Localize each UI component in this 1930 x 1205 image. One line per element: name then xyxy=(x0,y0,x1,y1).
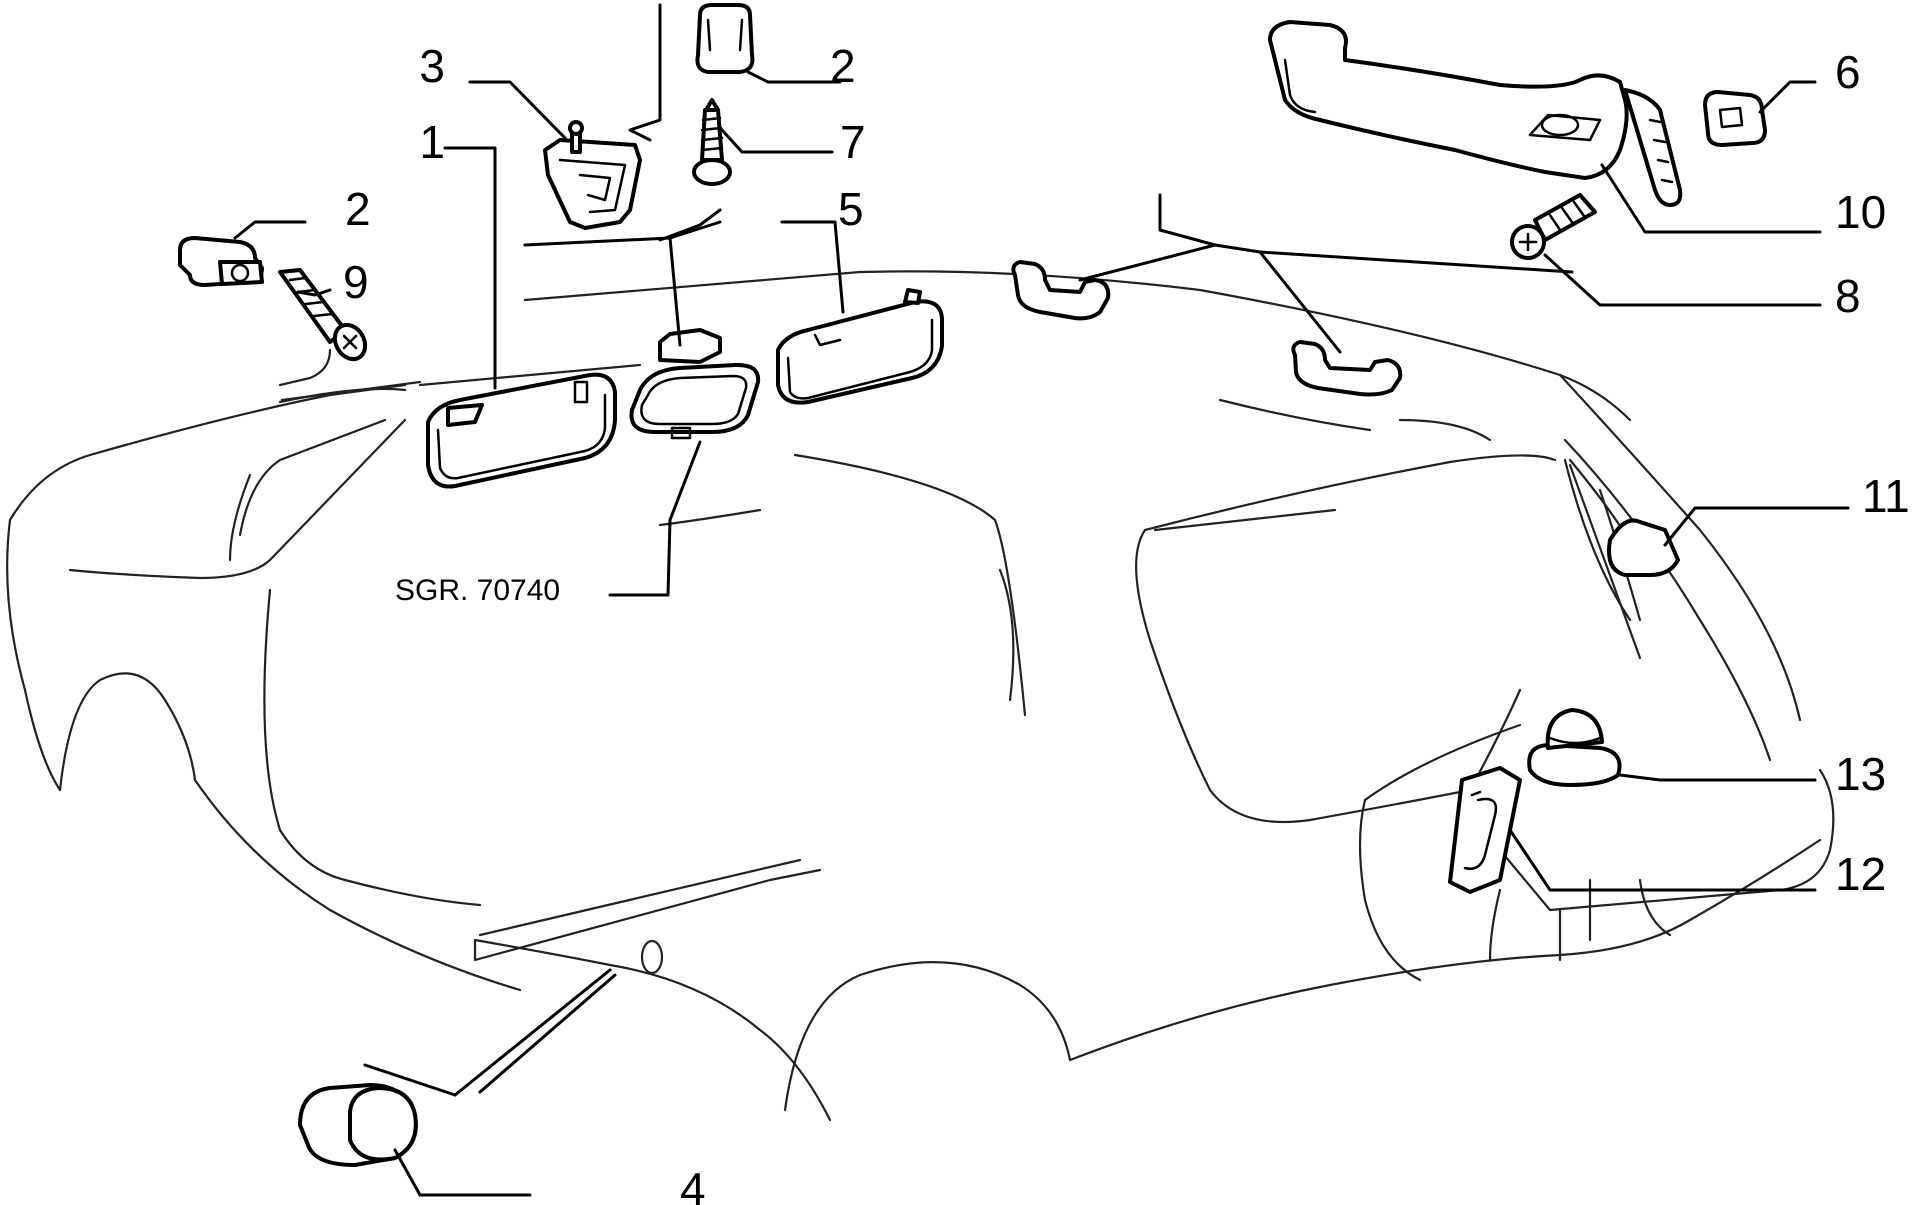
leader-lines xyxy=(233,3,1850,1197)
car-body-outline xyxy=(6,270,1835,1122)
trim-cap-11 xyxy=(1607,518,1680,577)
rear-view-mirror xyxy=(629,328,761,440)
sun-visor-right xyxy=(776,288,944,405)
callout-2-left: 2 xyxy=(345,183,371,235)
clip-6 xyxy=(1703,90,1767,147)
plug-cap-4 xyxy=(298,1083,418,1167)
clip-left xyxy=(178,236,264,287)
callout-13: 13 xyxy=(1835,748,1886,800)
screw-8 xyxy=(1510,193,1597,260)
rubber-buffer-13 xyxy=(1527,708,1622,787)
callout-2-top: 2 xyxy=(830,40,856,92)
cargo-hook-12 xyxy=(1448,766,1522,894)
callout-9: 9 xyxy=(343,256,369,308)
callout-labels: 1 2 2 3 4 5 6 7 8 9 10 11 12 13 SGR. 707… xyxy=(343,40,1910,1205)
callout-8: 8 xyxy=(1835,270,1861,322)
screw-9 xyxy=(278,268,368,362)
visor-bracket xyxy=(543,120,642,230)
coat-hook-rear xyxy=(1291,340,1403,397)
callout-4: 4 xyxy=(680,1163,706,1205)
clip-top xyxy=(695,3,755,74)
callout-1: 1 xyxy=(419,116,445,168)
callout-6: 6 xyxy=(1835,46,1861,98)
grab-handle xyxy=(1268,20,1683,207)
coat-hook-front xyxy=(1011,260,1111,321)
callout-10: 10 xyxy=(1835,186,1886,238)
callout-7: 7 xyxy=(840,116,866,168)
callout-3: 3 xyxy=(419,40,445,92)
screw-7 xyxy=(692,98,732,186)
reference-label: SGR. 70740 xyxy=(395,574,560,607)
callout-11: 11 xyxy=(1862,470,1910,522)
callout-5: 5 xyxy=(838,183,864,235)
sun-visor-left xyxy=(426,372,617,489)
callout-12: 12 xyxy=(1835,848,1886,900)
